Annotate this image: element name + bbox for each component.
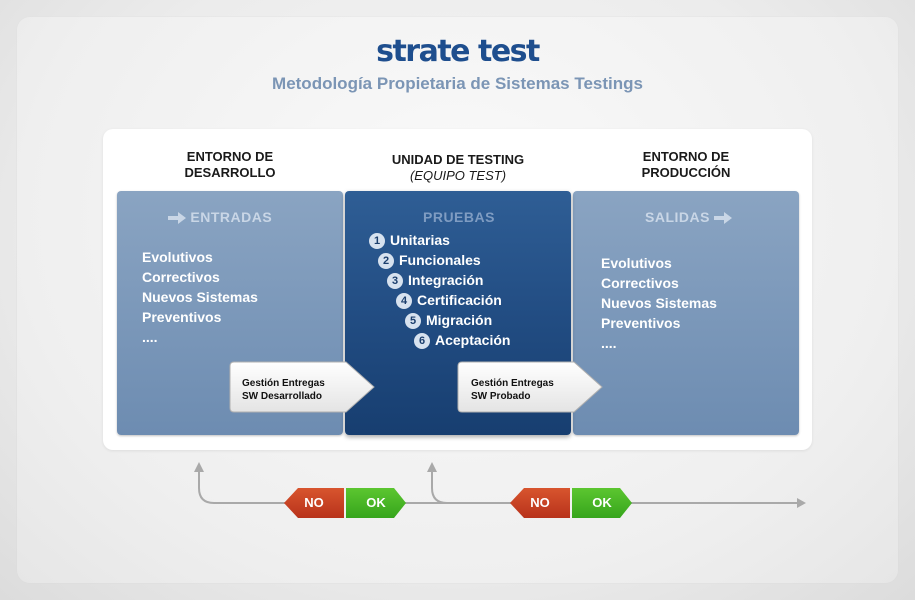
test-label: Migración	[426, 312, 493, 328]
step-number-badge: 5	[405, 313, 421, 329]
list-item: Evolutivos	[601, 255, 672, 271]
test-label: Certificación	[417, 292, 502, 308]
heading-production-line2: PRODUCCIÓN	[641, 165, 731, 180]
test-label: Integración	[408, 272, 484, 288]
test-step: 2 Funcionales	[378, 250, 481, 270]
arrow-right-icon	[714, 212, 733, 225]
list-item: Preventivos	[142, 309, 222, 325]
test-step: 3 Integración	[387, 270, 483, 290]
test-step: 5 Migración	[405, 310, 492, 330]
no-button[interactable]: NO	[510, 488, 570, 518]
list-item: Preventivos	[601, 315, 681, 331]
heading-development-line1: ENTORNO DE	[186, 149, 274, 164]
list-item: ....	[142, 329, 158, 345]
handoff-line2: SW Desarrollado	[242, 391, 323, 402]
step-number-badge: 4	[396, 293, 412, 309]
step-number-badge: 2	[378, 253, 394, 269]
heading-testing-line1: UNIDAD DE TESTING	[391, 152, 525, 167]
brand-logo: strate test	[376, 34, 540, 69]
heading-production-line1: ENTORNO DE	[642, 149, 730, 164]
handoff-line1: Gestión Entregas	[471, 378, 554, 389]
list-item: Correctivos	[142, 269, 220, 285]
heading-development-line2: DESARROLLO	[184, 165, 276, 180]
entradas-title: ENTRADAS	[168, 209, 272, 225]
arrow-right-icon	[168, 212, 186, 225]
arrow-right-icon	[797, 498, 806, 508]
salidas-title: SALIDAS	[645, 209, 733, 225]
salidas-box	[573, 191, 799, 435]
test-step: 6 Aceptación	[414, 330, 510, 350]
step-number-badge: 3	[387, 273, 403, 289]
handoff-flag-development	[229, 361, 375, 413]
salidas-list: Evolutivos Correctivos Nuevos Sistemas P…	[601, 253, 717, 353]
list-item: ....	[601, 335, 617, 351]
heading-testing-line2: (EQUIPO TEST)	[409, 168, 507, 183]
handoff-label-development: Gestión Entregas SW Desarrollado	[242, 377, 325, 403]
list-item: Correctivos	[601, 275, 679, 291]
test-step: 1 Unitarias	[369, 230, 450, 250]
entradas-list: Evolutivos Correctivos Nuevos Sistemas P…	[142, 247, 258, 347]
salidas-label: SALIDAS	[645, 209, 710, 225]
list-item: Nuevos Sistemas	[142, 289, 258, 305]
heading-production: ENTORNO DE PRODUCCIÓN	[573, 149, 799, 181]
handoff-flag-tested	[457, 361, 603, 413]
test-label: Unitarias	[390, 232, 450, 248]
test-label: Aceptación	[435, 332, 511, 348]
pruebas-title: PRUEBAS	[423, 209, 495, 225]
handoff-line1: Gestión Entregas	[242, 378, 325, 389]
handoff-label-tested: Gestión Entregas SW Probado	[471, 377, 554, 403]
step-number-badge: 1	[369, 233, 385, 249]
test-step: 4 Certificación	[396, 290, 502, 310]
arrow-up-icon	[427, 462, 437, 472]
ok-button[interactable]: OK	[572, 488, 632, 518]
test-label: Funcionales	[399, 252, 481, 268]
handoff-line2: SW Probado	[471, 391, 531, 402]
arrow-up-icon	[194, 462, 204, 472]
heading-development: ENTORNO DE DESARROLLO	[117, 149, 343, 181]
list-item: Evolutivos	[142, 249, 213, 265]
step-number-badge: 6	[414, 333, 430, 349]
list-item: Nuevos Sistemas	[601, 295, 717, 311]
no-button[interactable]: NO	[284, 488, 344, 518]
ok-button[interactable]: OK	[346, 488, 406, 518]
entradas-label: ENTRADAS	[190, 209, 273, 225]
tagline: Metodología Propietaria de Sistemas Test…	[272, 74, 643, 93]
heading-testing-unit: UNIDAD DE TESTING (EQUIPO TEST)	[345, 152, 571, 184]
